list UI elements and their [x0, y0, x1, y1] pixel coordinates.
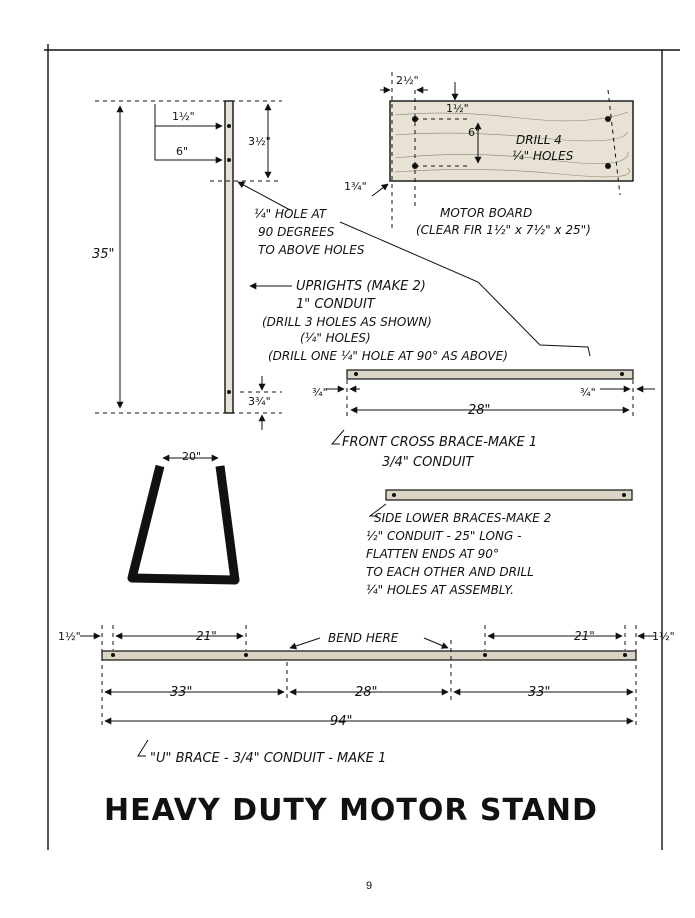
- u-brace-hole-1: [111, 653, 115, 657]
- u-brace-dim-28: 28": [355, 685, 378, 700]
- upright-dim-35: 35": [92, 247, 115, 262]
- upright-conduit: [224, 100, 234, 414]
- front-brace-dim-length: 28": [468, 403, 491, 418]
- motor-board-dim-1-75: 1¾": [344, 180, 367, 193]
- side-brace-hole-left: [392, 493, 396, 497]
- motor-board-drill-1: DRILL 4: [516, 133, 562, 147]
- upright-dim-3-5: 3½": [248, 135, 271, 148]
- u-brace-dim-end-left: 1½": [58, 630, 81, 643]
- motor-board-drawing: 2½" 1½" 6" 1¾" DRILL 4 ¼" HOLES MOTOR BO…: [344, 72, 634, 237]
- u-shape-frame: [127, 464, 240, 585]
- front-brace-hole-left: [354, 372, 358, 376]
- side-brace-drawing: SIDE LOWER BRACES-MAKE 2 ½" CONDUIT - 25…: [366, 489, 633, 597]
- upright-label-5: (DRILL ONE ¼" HOLE AT 90° AS ABOVE): [268, 349, 508, 363]
- u-brace-conduit: [101, 650, 637, 661]
- motor-board-dim-6: 6": [468, 126, 480, 139]
- u-shape-drawing: 20": [127, 450, 240, 585]
- u-brace-hole-4: [623, 653, 627, 657]
- u-brace-dim-21-left: 21": [196, 629, 217, 643]
- upright-label-2: 1" CONDUIT: [296, 297, 376, 312]
- side-brace-label-2: ½" CONDUIT - 25" LONG -: [366, 529, 521, 543]
- u-brace-dim-end-right: 1½": [652, 630, 675, 643]
- page-title: HEAVY DUTY MOTOR STAND: [104, 793, 598, 828]
- upright-dim-1-5: 1½": [172, 110, 195, 123]
- front-brace-label-1: FRONT CROSS BRACE-MAKE 1: [342, 435, 537, 450]
- upright-hole-1: [227, 124, 231, 128]
- u-brace-drawing: 1½" 21" BEND HERE 21" 1½" 33" 28" 33" 94…: [58, 625, 675, 766]
- side-brace-label-5: ¼" HOLES AT ASSEMBLY.: [366, 583, 514, 597]
- upright-hole-note-1: ¼" HOLE AT: [254, 207, 328, 221]
- upright-hole-3: [227, 390, 231, 394]
- front-brace-label-2: 3/4" CONDUIT: [382, 455, 474, 470]
- front-brace-conduit: [346, 369, 634, 380]
- motor-board-hole-2: [605, 116, 611, 122]
- u-brace-dim-94: 94": [330, 714, 353, 729]
- front-brace-dim-right: ¾": [580, 386, 596, 399]
- page-number: 9: [366, 880, 372, 892]
- motor-board-dim-1-5: 1½": [446, 102, 469, 115]
- u-brace-hole-2: [244, 653, 248, 657]
- u-brace-dim-33-right: 33": [528, 685, 551, 700]
- front-brace-dim-left: ¾": [312, 386, 328, 399]
- motor-board-title-1: MOTOR BOARD: [440, 206, 532, 220]
- upright-label-3: (DRILL 3 HOLES AS SHOWN): [262, 315, 432, 329]
- page-frame: [44, 44, 680, 850]
- motor-board-title-2: (CLEAR FIR 1½" x 7½" x 25"): [416, 223, 591, 237]
- u-brace-hole-3: [483, 653, 487, 657]
- u-brace-dim-33-left: 33": [170, 685, 193, 700]
- upright-hole-2: [227, 158, 231, 162]
- u-shape-dim-width: 20": [182, 450, 201, 463]
- u-brace-label: "U" BRACE - 3/4" CONDUIT - MAKE 1: [150, 751, 386, 766]
- upright-label-4: (¼" HOLES): [300, 331, 371, 345]
- side-brace-label-3: FLATTEN ENDS AT 90°: [366, 547, 499, 561]
- upright-label-1: UPRIGHTS (MAKE 2): [296, 279, 426, 294]
- u-brace-dim-21-right: 21": [574, 629, 595, 643]
- front-brace-drawing: ¾" ¾" 28" FRONT CROSS BRACE-MAKE 1 3/4" …: [312, 369, 655, 470]
- front-brace-hole-right: [620, 372, 624, 376]
- u-brace-bend-label: BEND HERE: [328, 631, 399, 645]
- motor-board-hole-4: [605, 163, 611, 169]
- upright-drawing: 1½" 6" 3½" 35" 3¾" ¼" HOLE AT 90 DEGREES…: [92, 100, 591, 430]
- side-brace-label-1: SIDE LOWER BRACES-MAKE 2: [374, 511, 551, 525]
- upright-hole-note-3: TO ABOVE HOLES: [258, 243, 365, 257]
- motor-board-drill-2: ¼" HOLES: [512, 149, 574, 163]
- side-brace-hole-right: [622, 493, 626, 497]
- side-brace-label-4: TO EACH OTHER AND DRILL: [366, 565, 534, 579]
- side-brace-conduit: [385, 489, 633, 501]
- motor-board-dim-2-5: 2½": [396, 74, 419, 87]
- upright-dim-3-4: 3¾": [248, 395, 271, 408]
- upright-hole-note-2: 90 DEGREES: [258, 225, 335, 239]
- upright-dim-6: 6": [176, 145, 188, 158]
